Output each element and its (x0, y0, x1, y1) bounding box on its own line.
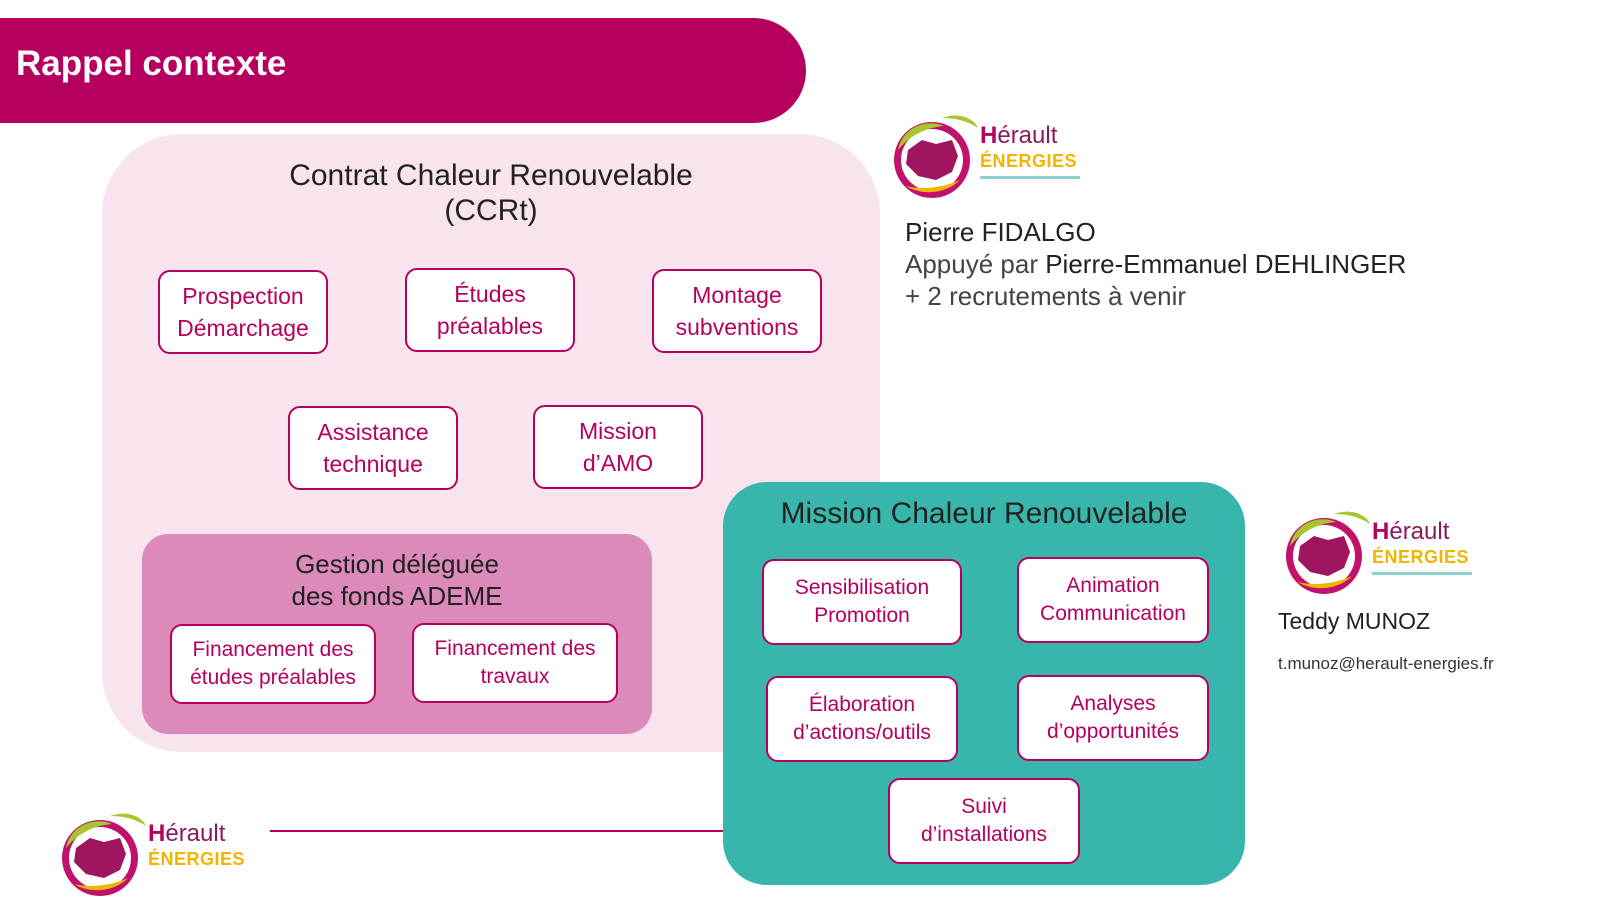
box-line: d’AMO (582, 450, 654, 476)
box-mission-amo: Mission d’AMO (533, 405, 703, 489)
logo-brand: Hérault (980, 122, 1057, 150)
box-line: Assistance (317, 419, 429, 445)
box-line: Animation (1066, 574, 1160, 597)
box-montage: Montage subventions (652, 269, 822, 353)
box-sensibilisation: Sensibilisation Promotion (762, 559, 962, 645)
box-line: Sensibilisation (794, 576, 930, 599)
box-line: Montage (692, 282, 782, 308)
box-analyses: Analyses d’opportunités (1017, 675, 1209, 761)
box-line: d’opportunités (1047, 720, 1179, 743)
box-suivi: Suivi d’installations (888, 778, 1080, 864)
box-line: préalables (436, 313, 544, 339)
ccr-title: Contrat Chaleur Renouvelable (CCRt) (102, 158, 880, 228)
page-title: Rappel contexte (16, 44, 287, 83)
logo-brand-rest: érault (165, 820, 226, 847)
logo-herault-energies: Hérault ÉNERGIES (892, 110, 1092, 202)
logo-herault-energies-footer: Hérault ÉNERGIES (60, 808, 260, 900)
box-line: travaux (480, 665, 550, 688)
logo-tagline-mark (980, 176, 1080, 179)
logo-emblem-icon (1286, 511, 1370, 594)
mcr-title: Mission Chaleur Renouvelable (780, 497, 1188, 530)
box-line: Promotion (814, 604, 910, 627)
logo-brand-h: H (980, 122, 998, 149)
gestion-title-line2: des fonds ADEME (291, 581, 503, 611)
contact-ccr: Pierre FIDALGO Appuyé par Pierre-Emmanue… (905, 216, 1406, 312)
box-line: Démarchage (177, 315, 309, 341)
logo-emblem-icon (62, 813, 146, 896)
box-line: Études (454, 281, 526, 307)
contact-ccr-support: Appuyé par Pierre-Emmanuel DEHLINGER (905, 248, 1406, 280)
box-elaboration: Élaboration d’actions/outils (766, 676, 958, 762)
box-line: Prospection (182, 283, 304, 309)
contact-mcr-email: t.munoz@herault-energies.fr (1278, 654, 1494, 673)
box-line: Mission (579, 418, 657, 444)
logo-brand-rest: érault (1389, 518, 1450, 545)
header-banner: Rappel contexte (0, 18, 806, 123)
box-financement-etudes: Financement des études préalables (170, 624, 376, 704)
gestion-panel: Gestion déléguée des fonds ADEME Finance… (142, 534, 652, 734)
box-etudes: Études préalables (405, 268, 575, 352)
box-line: Financement des (192, 638, 354, 661)
logo-tagline-mark (1372, 572, 1472, 575)
logo-subtitle: ÉNERGIES (1372, 547, 1470, 567)
logo-brand-h: H (1372, 518, 1390, 545)
support-prefix: Appuyé par (905, 249, 1038, 279)
box-line: technique (323, 451, 423, 477)
logo-brand: Hérault (1372, 518, 1449, 546)
box-financement-travaux: Financement des travaux (412, 623, 618, 703)
logo-brand: Hérault (148, 820, 225, 848)
ccr-title-line2: (CCRt) (444, 194, 538, 227)
box-line: d’actions/outils (793, 721, 931, 744)
box-assistance: Assistance technique (288, 406, 458, 490)
logo-subtitle: ÉNERGIES (148, 849, 246, 869)
logo-brand-rest: érault (997, 122, 1058, 149)
box-animation: Animation Communication (1017, 557, 1209, 643)
logo-subtitle: ÉNERGIES (980, 151, 1078, 171)
box-line: Communication (1040, 602, 1186, 625)
ccr-panel: Contrat Chaleur Renouvelable (CCRt) Pros… (102, 134, 880, 752)
gestion-title-line1: Gestion déléguée (295, 549, 499, 579)
box-line: Suivi (961, 795, 1007, 818)
ccr-title-line1: Contrat Chaleur Renouvelable (289, 159, 693, 192)
box-line: subventions (675, 314, 799, 340)
mcr-panel: Mission Chaleur Renouvelable Sensibilisa… (723, 482, 1245, 885)
logo-brand-h: H (148, 820, 166, 847)
support-name: Pierre-Emmanuel DEHLINGER (1045, 249, 1407, 279)
contact-ccr-recruit: + 2 recrutements à venir (905, 281, 1187, 311)
box-line: Analyses (1070, 692, 1156, 715)
contact-mcr-name: Teddy MUNOZ (1278, 608, 1431, 634)
box-line: études préalables (190, 666, 356, 689)
gestion-title: Gestion déléguée des fonds ADEME (142, 548, 652, 612)
contact-ccr-name: Pierre FIDALGO (905, 217, 1096, 247)
box-line: d’installations (920, 823, 1048, 846)
logo-herault-energies: Hérault ÉNERGIES (1284, 506, 1484, 598)
box-prospection: Prospection Démarchage (158, 270, 328, 354)
logo-emblem-icon (894, 115, 978, 198)
box-line: Financement des (434, 637, 596, 660)
box-line: Élaboration (808, 693, 916, 716)
